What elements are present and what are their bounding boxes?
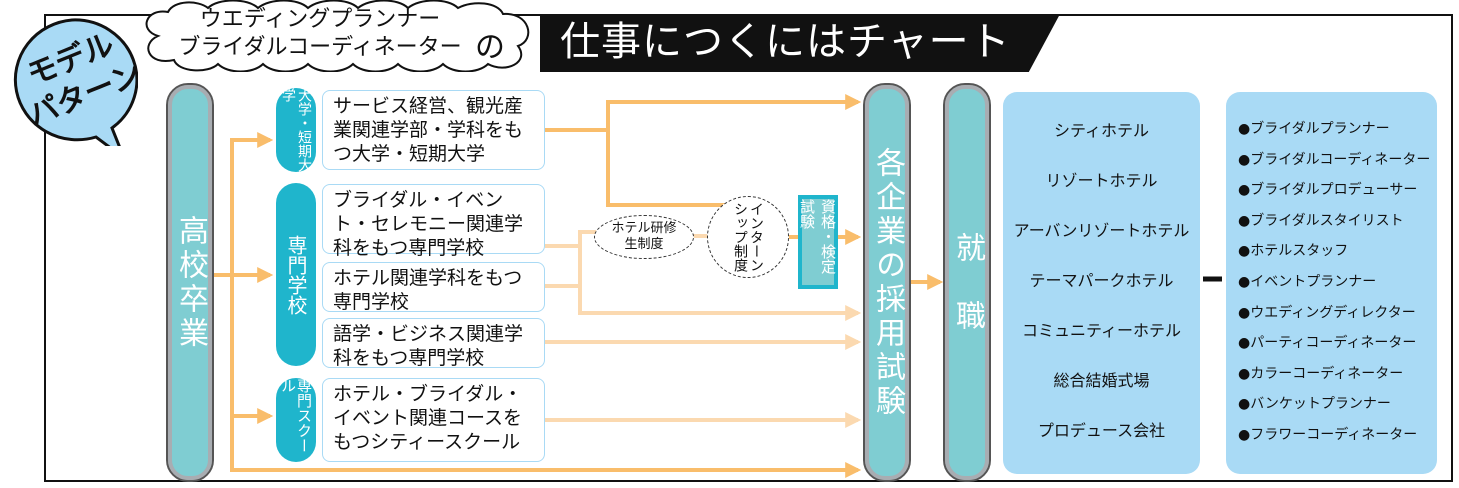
category-university: 大学・短期大学 bbox=[276, 88, 316, 172]
bullet-icon: ● bbox=[1238, 396, 1251, 413]
job-item: ●ブライダルプロデューサー bbox=[1238, 175, 1437, 206]
cloud-shape bbox=[145, 0, 530, 72]
job-item: ●バンケットプランナー bbox=[1238, 389, 1437, 420]
job-label: パーティコーディネーター bbox=[1250, 335, 1417, 352]
job-item: ●カラーコーディネーター bbox=[1238, 359, 1437, 390]
subtitle: ウエディングプランナーブライダルコーディネーター bbox=[178, 7, 462, 60]
employer-item: コミュニティーホテル bbox=[1021, 321, 1182, 340]
job-label: ブライダルスタイリスト bbox=[1250, 212, 1404, 229]
internship-program: インターンシップ制度 bbox=[707, 196, 789, 278]
page-title: 仕事につくにはチャート bbox=[560, 19, 1011, 65]
job-item: ●ホテルスタッフ bbox=[1238, 236, 1437, 267]
job-item: ●ブライダルプランナー bbox=[1238, 114, 1437, 145]
employers-box: シティホテルリゾートホテルアーバンリゾートホテルテーマパークホテルコミュニティー… bbox=[1003, 92, 1200, 474]
bullet-icon: ● bbox=[1238, 243, 1251, 260]
hotel-trainee-program: ホテル研修生制度 bbox=[594, 215, 694, 259]
job-label: ブライダルコーディネーター bbox=[1250, 151, 1431, 168]
employer-item: テーマパークホテル bbox=[1029, 271, 1174, 290]
job-label: イベントプランナー bbox=[1250, 273, 1377, 290]
employer-item: シティホテル bbox=[1053, 121, 1150, 140]
employer-item: 総合結婚式場 bbox=[1053, 371, 1150, 390]
bullet-icon: ● bbox=[1238, 182, 1251, 199]
company-exam: 各企業の採用試験 bbox=[863, 83, 911, 482]
bullet-icon: ● bbox=[1238, 304, 1251, 321]
bullet-icon: ● bbox=[1238, 273, 1251, 290]
school-box: ホテル関連学科をもつ専門学校 bbox=[322, 262, 545, 313]
subtitle-particle: の bbox=[475, 30, 505, 65]
job-item: ●ウエディングディレクター bbox=[1238, 298, 1437, 329]
title-banner bbox=[540, 14, 1060, 72]
bullet-icon: ● bbox=[1238, 212, 1251, 229]
job-label: バンケットプランナー bbox=[1250, 396, 1391, 413]
employer-item: リゾートホテル bbox=[1045, 171, 1158, 190]
employer-item: プロデュース会社 bbox=[1037, 421, 1166, 440]
job-label: ブライダルプランナー bbox=[1250, 121, 1390, 137]
job-label: ホテルスタッフ bbox=[1250, 243, 1349, 260]
school-box: 語学・ビジネス関連学科をもつ専門学校 bbox=[322, 318, 545, 369]
job-item: ●フラワーコーディネーター bbox=[1238, 420, 1437, 451]
arrow-to-school bbox=[230, 275, 274, 424]
high-school-graduation: 高校卒業 bbox=[166, 83, 214, 482]
job-label: カラーコーディネーター bbox=[1250, 365, 1404, 382]
arrow-direct-exam bbox=[230, 416, 862, 478]
school-box: ホテル・ブライダル・イベント関連コースをもつシティースクール bbox=[322, 378, 545, 462]
jobs-box: ●ブライダルプランナー●ブライダルコーディネーター●ブライダルプロデューサー●ブ… bbox=[1226, 92, 1437, 474]
job-item: ●ブライダルコーディネーター bbox=[1238, 145, 1437, 176]
job-label: フラワーコーディネーター bbox=[1250, 426, 1418, 443]
job-item: ●パーティコーディネーター bbox=[1238, 328, 1437, 359]
bullet-icon: ● bbox=[1238, 365, 1251, 382]
job-label: ブライダルプロデューサー bbox=[1250, 182, 1418, 199]
category-vocational: 専門学校 bbox=[276, 183, 316, 366]
school-box: ブライダル・イベント・セレモニー関連学科をもつ専門学校 bbox=[322, 184, 545, 259]
bullet-icon: ● bbox=[1238, 335, 1251, 352]
category-school: 専門スクール bbox=[276, 378, 316, 462]
job-item: ●イベントプランナー bbox=[1238, 267, 1437, 298]
speech-bubble bbox=[13, 18, 138, 146]
job-label: ウエディングディレクター bbox=[1250, 304, 1416, 321]
bullet-icon: ● bbox=[1238, 121, 1251, 137]
bullet-icon: ● bbox=[1238, 151, 1251, 168]
arrow-to-university bbox=[212, 132, 274, 277]
qualification-exam: 資格・検定試験 bbox=[798, 195, 838, 289]
bullet-icon: ● bbox=[1238, 426, 1251, 443]
employer-item: アーバンリゾートホテル bbox=[1013, 221, 1190, 240]
school-box: サービス経営、観光産業関連学部・学科をもつ大学・短期大学 bbox=[322, 90, 545, 170]
employment: 就 職 bbox=[943, 83, 991, 482]
arrow-univ-exam bbox=[545, 94, 862, 132]
job-item: ●ブライダルスタイリスト bbox=[1238, 206, 1437, 237]
